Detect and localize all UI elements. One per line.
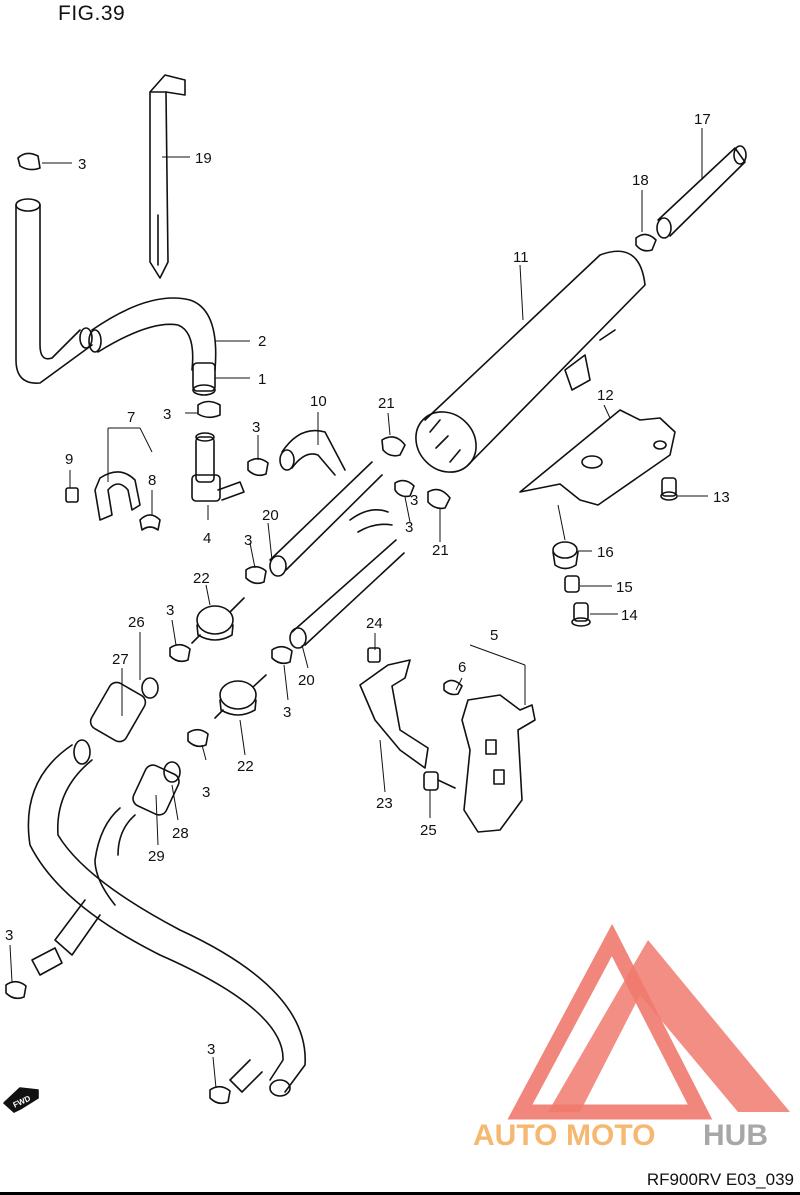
callout-26: 26 xyxy=(128,614,145,631)
callout-18: 18 xyxy=(632,172,649,189)
hose-20-a xyxy=(269,461,383,577)
bracket-23 xyxy=(359,659,429,769)
callout-7: 7 xyxy=(127,409,135,426)
callout-3: 3 xyxy=(163,406,171,423)
callout-3: 3 xyxy=(252,419,260,436)
canister-11 xyxy=(415,250,646,473)
callout-10: 10 xyxy=(310,393,327,410)
clamp-3-a xyxy=(17,152,41,171)
fitting-28-29 xyxy=(132,761,181,816)
watermark-hub: HUB xyxy=(703,1119,768,1152)
callout-28: 28 xyxy=(172,825,189,842)
callout-3: 3 xyxy=(283,704,291,721)
callout-9: 9 xyxy=(65,451,73,468)
clamp-3-b xyxy=(197,400,221,419)
callout-27: 27 xyxy=(112,651,129,668)
leader-lines xyxy=(9,128,708,1089)
callout-3: 3 xyxy=(166,602,174,619)
clamp-3-h xyxy=(187,728,209,748)
clamp-3-d xyxy=(394,479,415,498)
bolt-24 xyxy=(367,647,381,663)
callout-15: 15 xyxy=(616,579,633,596)
callout-2: 2 xyxy=(258,333,266,350)
callout-16: 16 xyxy=(597,544,614,561)
clamp-3-f xyxy=(169,643,191,663)
tube-1 xyxy=(192,362,216,396)
clamp-3-c xyxy=(247,457,269,477)
strap-19 xyxy=(149,74,186,279)
callout-6: 6 xyxy=(458,659,466,676)
filter-22-b xyxy=(214,674,267,719)
callout-22: 22 xyxy=(193,570,210,587)
bottom-rule xyxy=(0,1192,800,1195)
clamp-18 xyxy=(635,233,657,252)
callout-17: 17 xyxy=(694,111,711,128)
clamp-3-g xyxy=(271,645,293,665)
callout-3: 3 xyxy=(405,519,413,536)
watermark-logo: AUTO MOTO HUB xyxy=(473,923,790,1152)
fitting-26-27 xyxy=(89,677,159,743)
bolt-14 xyxy=(571,602,591,627)
watermark-moto: MOTO xyxy=(566,1119,655,1152)
figure-title: FIG.39 xyxy=(58,2,126,25)
clamp-3-j xyxy=(209,1085,231,1105)
callout-3: 3 xyxy=(410,492,418,509)
callout-20: 20 xyxy=(298,672,315,689)
callout-14: 14 xyxy=(621,607,638,624)
bolt-25 xyxy=(423,771,456,791)
fitting-4 xyxy=(191,432,245,502)
callout-1: 1 xyxy=(258,371,266,388)
bracket-7 xyxy=(65,471,161,531)
callout-3: 3 xyxy=(78,156,86,173)
callout-22: 22 xyxy=(237,758,254,775)
callout-3: 3 xyxy=(207,1041,215,1058)
clamp-3-i xyxy=(5,980,27,1000)
hose-17 xyxy=(656,145,747,239)
hose-2 xyxy=(88,297,217,371)
callout-8: 8 xyxy=(148,472,156,489)
clamp-21-b xyxy=(427,488,451,510)
callout-12: 12 xyxy=(597,387,614,404)
bracket-5 xyxy=(443,679,536,833)
callout-29: 29 xyxy=(148,848,165,865)
fwd-arrow-icon xyxy=(3,1087,39,1113)
clamp-21-a xyxy=(381,436,406,457)
callout-3: 3 xyxy=(244,532,252,549)
callout-4: 4 xyxy=(203,530,211,547)
callout-24: 24 xyxy=(366,615,383,632)
callout-19: 19 xyxy=(195,150,212,167)
callout-13: 13 xyxy=(713,489,730,506)
callout-23: 23 xyxy=(376,795,393,812)
callout-3: 3 xyxy=(5,927,13,944)
callout-25: 25 xyxy=(420,822,437,839)
figure-code: RF900RV E03_039 xyxy=(646,1170,794,1189)
filter-22-a xyxy=(191,597,245,644)
grommet-16 xyxy=(552,541,579,570)
clamp-3-e xyxy=(245,565,267,585)
callout-labels: 1 2 3 3 3 3 3 3 3 3 3 3 3 4 5 6 7 8 9 10… xyxy=(5,111,730,1058)
hose-20-b xyxy=(289,539,405,649)
hose-10 xyxy=(279,429,393,533)
bolt-13 xyxy=(660,477,678,501)
watermark-auto: AUTO xyxy=(473,1119,557,1152)
hose-upper-left xyxy=(15,198,93,384)
callout-21: 21 xyxy=(378,395,395,412)
callout-21: 21 xyxy=(432,542,449,559)
callout-3: 3 xyxy=(202,784,210,801)
bracket-12 xyxy=(519,409,676,506)
collar-15 xyxy=(564,575,580,593)
callout-5: 5 xyxy=(490,627,498,644)
callout-11: 11 xyxy=(513,249,529,266)
parts xyxy=(3,74,747,1113)
hose-long-lower xyxy=(27,739,306,1097)
callout-20: 20 xyxy=(262,507,279,524)
